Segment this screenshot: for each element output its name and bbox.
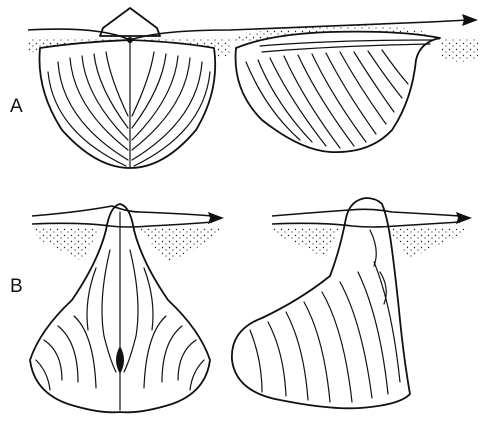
sediment-layer-b	[32, 228, 100, 262]
panel-label-a: A	[10, 96, 23, 117]
shell-a-oblique	[236, 32, 440, 153]
panel-b: B	[10, 198, 472, 412]
sediment-layer-b-4	[386, 228, 470, 258]
flow-arrowhead-b-left	[208, 212, 224, 224]
sediment-layer-b-right	[140, 228, 224, 262]
panel-label-b: B	[10, 276, 23, 297]
flow-arrowhead-b-right	[456, 212, 472, 224]
shell-a-symmetric	[39, 8, 215, 168]
panel-a: A	[10, 8, 478, 168]
sediment-layer-b-3	[272, 228, 340, 258]
flow-arrowhead-a	[462, 14, 478, 26]
